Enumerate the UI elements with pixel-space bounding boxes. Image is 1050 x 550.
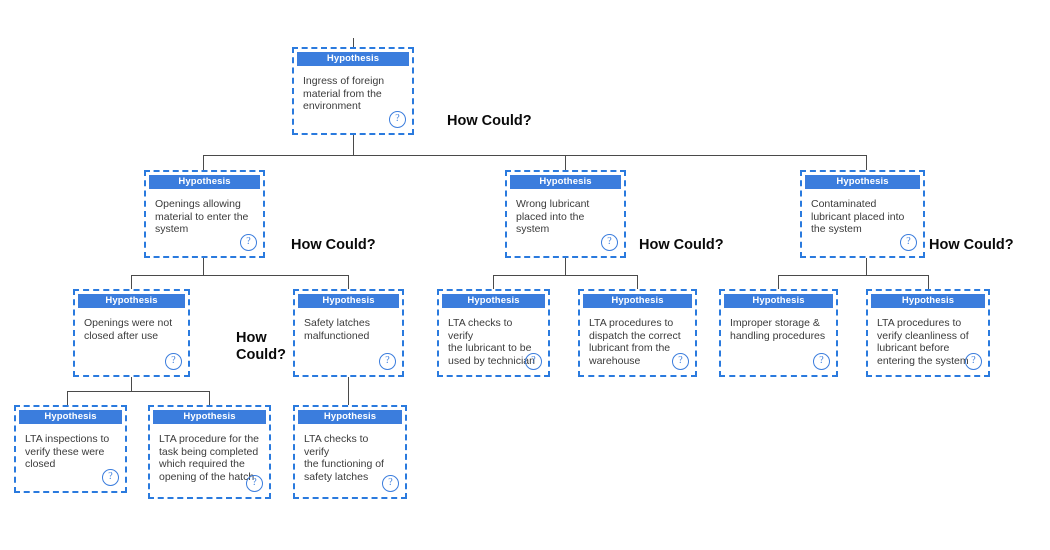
connector-r4c1-drop [67, 391, 68, 405]
node-r3c1[interactable]: Hypothesis Openings were not closed afte… [73, 289, 190, 377]
node-text-r2c3: Contaminated lubricant placed into the s… [811, 198, 905, 236]
connector-row2-c2-drop [565, 155, 566, 170]
connector-bus-r2c2 [493, 275, 637, 276]
help-icon[interactable]: ? [240, 234, 257, 251]
connector-r2c3-down [866, 258, 867, 275]
help-icon[interactable]: ? [601, 234, 618, 251]
help-icon[interactable]: ? [900, 234, 917, 251]
node-r3c2[interactable]: Hypothesis Safety latches malfunctioned … [293, 289, 404, 377]
node-r2c1[interactable]: Hypothesis Openings allowing material to… [144, 170, 265, 258]
help-icon[interactable]: ? [102, 469, 119, 486]
how-could-label-4: How Could? [929, 237, 1014, 253]
connector-r3c4-drop [637, 275, 638, 289]
node-text-root: Ingress of foreign material from the env… [303, 75, 385, 113]
help-icon[interactable]: ? [246, 475, 263, 492]
node-text-r3c5: Improper storage & handling procedures [730, 317, 826, 342]
node-r4c3[interactable]: Hypothesis LTA checks to verify the func… [293, 405, 407, 499]
connector-r3c1-drop [131, 275, 132, 289]
help-icon[interactable]: ? [813, 353, 830, 370]
node-header-r3c4: Hypothesis [583, 294, 692, 308]
help-icon[interactable]: ? [525, 353, 542, 370]
help-icon[interactable]: ? [165, 353, 182, 370]
connector-r4c2-drop [209, 391, 210, 405]
connector-r3c2-drop [348, 275, 349, 289]
node-header-r4c2: Hypothesis [153, 410, 266, 424]
node-header-r2c1: Hypothesis [149, 175, 260, 189]
connector-r2c2-down [565, 258, 566, 275]
node-header-r3c5: Hypothesis [724, 294, 833, 308]
node-r2c2[interactable]: Hypothesis Wrong lubricant placed into t… [505, 170, 626, 258]
node-text-r3c3: LTA checks to verify the lubricant to be… [448, 317, 535, 367]
connector-row2-c3-drop [866, 155, 867, 170]
node-header-r4c3: Hypothesis [298, 410, 402, 424]
how-could-label-2: How Could? [291, 237, 376, 253]
how-could-label-3: How Could? [639, 237, 724, 253]
node-text-r4c2: LTA procedure for the task being complet… [159, 433, 260, 483]
connector-bus-row2 [203, 155, 866, 156]
node-text-r3c1: Openings were not closed after use [84, 317, 173, 342]
node-text-r3c4: LTA procedures to dispatch the correct l… [589, 317, 681, 367]
connector-bus-r2c3 [778, 275, 928, 276]
connector-bus-r3c1 [67, 391, 209, 392]
help-icon[interactable]: ? [382, 475, 399, 492]
connector-r3c1-down [131, 377, 132, 391]
connector-r3c3-drop [493, 275, 494, 289]
node-r4c1[interactable]: Hypothesis LTA inspections to verify the… [14, 405, 127, 493]
node-r3c5[interactable]: Hypothesis Improper storage & handling p… [719, 289, 838, 377]
node-r3c4[interactable]: Hypothesis LTA procedures to dispatch th… [578, 289, 697, 377]
connector-root-down [353, 135, 354, 155]
node-header-r3c2: Hypothesis [298, 294, 399, 308]
node-header-r2c2: Hypothesis [510, 175, 621, 189]
connector-root-top-stub [353, 38, 354, 47]
help-icon[interactable]: ? [379, 353, 396, 370]
node-text-r4c3: LTA checks to verify the functioning of … [304, 433, 384, 483]
node-header-r2c3: Hypothesis [805, 175, 920, 189]
connector-r3c6-drop [928, 275, 929, 289]
node-r3c3[interactable]: Hypothesis LTA checks to verify the lubr… [437, 289, 550, 377]
connector-r3c2-down [348, 377, 349, 405]
node-r3c6[interactable]: Hypothesis LTA procedures to verify clea… [866, 289, 990, 377]
node-header-r4c1: Hypothesis [19, 410, 122, 424]
node-r4c2[interactable]: Hypothesis LTA procedure for the task be… [148, 405, 271, 499]
node-text-r2c2: Wrong lubricant placed into the system [516, 198, 590, 236]
help-icon[interactable]: ? [389, 111, 406, 128]
node-r2c3[interactable]: Hypothesis Contaminated lubricant placed… [800, 170, 925, 258]
connector-bus-r2c1 [131, 275, 348, 276]
connector-r2c1-down [203, 258, 204, 275]
node-text-r3c2: Safety latches malfunctioned [304, 317, 370, 342]
node-header-r3c1: Hypothesis [78, 294, 185, 308]
node-text-r3c6: LTA procedures to verify cleanliness of … [877, 317, 969, 367]
node-header-root: Hypothesis [297, 52, 409, 66]
node-text-r4c1: LTA inspections to verify these were clo… [25, 433, 110, 471]
node-root[interactable]: Hypothesis Ingress of foreign material f… [292, 47, 414, 135]
help-icon[interactable]: ? [965, 353, 982, 370]
connector-r3c5-drop [778, 275, 779, 289]
node-header-r3c3: Hypothesis [442, 294, 545, 308]
node-text-r2c1: Openings allowing material to enter the … [155, 198, 249, 236]
how-could-label-1: How Could? [447, 113, 532, 129]
connector-row2-c1-drop [203, 155, 204, 170]
node-header-r3c6: Hypothesis [871, 294, 985, 308]
help-icon[interactable]: ? [672, 353, 689, 370]
how-could-label-5: How Could? [236, 330, 286, 363]
